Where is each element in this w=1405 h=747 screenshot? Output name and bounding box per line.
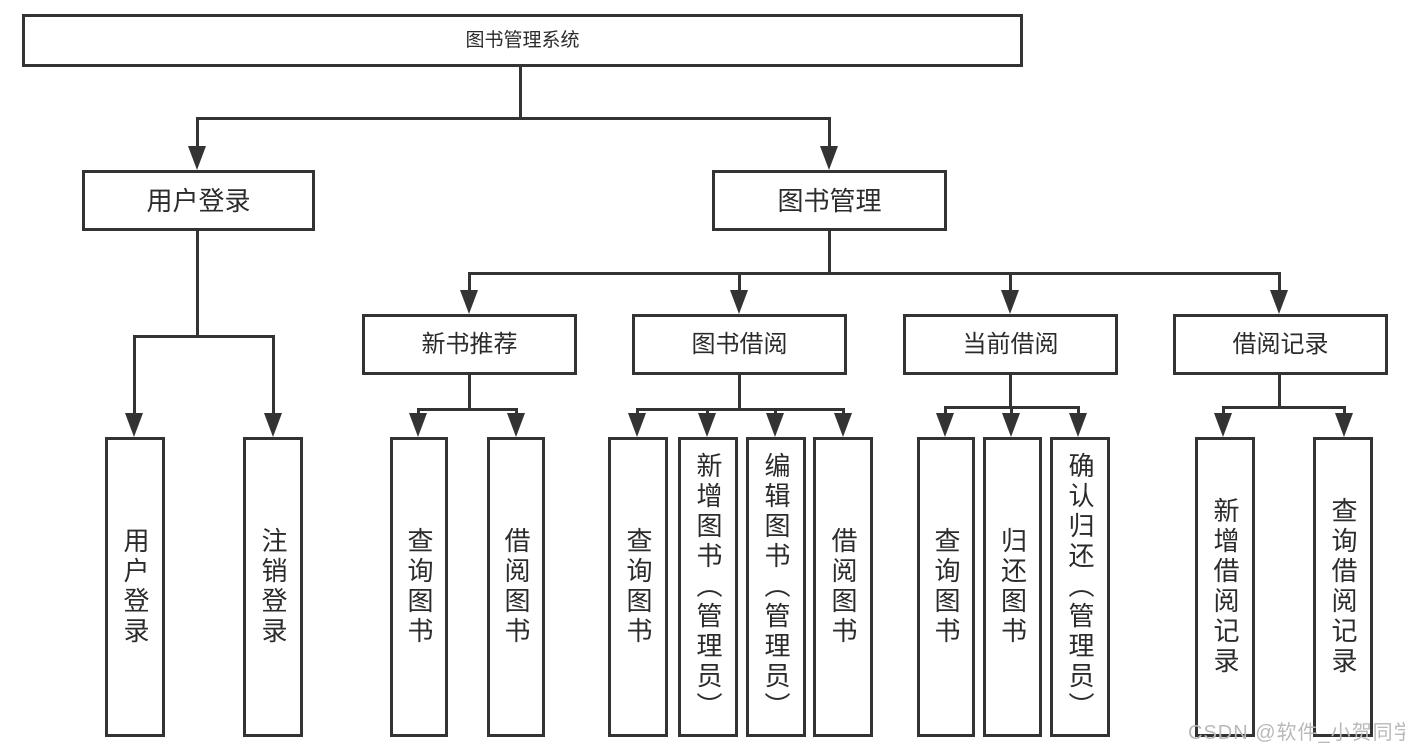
leaf-records-add-record-label: 新增借阅记录 <box>1210 497 1240 677</box>
arrow-down-icon <box>766 413 784 437</box>
line-drop <box>828 117 831 150</box>
line-drop <box>1009 272 1012 293</box>
leaf-borrow-add-book-admin: 新增图书（管理员） <box>678 437 738 737</box>
line-drop <box>738 272 741 293</box>
line-drop <box>417 408 420 417</box>
node-book-management-label: 图书管理 <box>777 185 882 216</box>
node-current-borrow-label: 当前借阅 <box>962 330 1059 358</box>
line-stem <box>828 231 831 275</box>
line-branch <box>133 335 275 338</box>
arrow-down-icon <box>460 290 478 314</box>
line-drop <box>1010 406 1013 417</box>
leaf-records-add-record: 新增借阅记录 <box>1195 437 1255 737</box>
leaf-borrow-edit-book-admin: 编辑图书（管理员） <box>746 437 806 737</box>
arrow-down-icon <box>1001 290 1019 314</box>
line-branch <box>468 272 1281 275</box>
arrow-down-icon <box>507 413 525 437</box>
arrow-down-icon <box>936 413 954 437</box>
line-drop <box>1077 406 1080 417</box>
line-drop <box>133 335 136 416</box>
arrow-down-icon <box>698 413 716 437</box>
leaf-borrow-borrow-book: 借阅图书 <box>813 437 873 737</box>
node-book-borrow-label: 图书借阅 <box>691 330 788 358</box>
line-stem <box>519 66 522 120</box>
line-drop <box>1278 272 1281 293</box>
line-drop <box>774 408 777 417</box>
leaf-logout: 注销登录 <box>243 437 303 737</box>
line-stem <box>196 231 199 338</box>
arrow-down-icon <box>1214 413 1232 437</box>
watermark: CSDN @软件_小贺同学 <box>1188 722 1405 744</box>
arrow-down-icon <box>1335 413 1353 437</box>
arrow-down-icon <box>125 413 143 437</box>
node-root-label: 图书管理系统 <box>465 30 580 51</box>
leaf-records-query-record: 查询借阅记录 <box>1313 437 1373 737</box>
line-drop <box>272 335 275 416</box>
arrow-down-icon <box>834 413 852 437</box>
node-root: 图书管理系统 <box>22 14 1023 67</box>
arrow-down-icon <box>409 413 427 437</box>
line-branch <box>1222 406 1346 409</box>
leaf-rec-query-book: 查询图书 <box>390 437 448 737</box>
arrow-down-icon <box>264 413 282 437</box>
line-drop <box>196 117 199 150</box>
leaf-borrow-add-book-admin-label: 新增图书（管理员） <box>693 452 723 722</box>
leaf-current-return-book-label: 归还图书 <box>997 527 1028 647</box>
leaf-borrow-borrow-book-label: 借阅图书 <box>828 527 858 647</box>
arrow-down-icon <box>1002 413 1020 437</box>
arrow-down-icon <box>188 146 206 170</box>
leaf-current-confirm-return-admin-label: 确认归还（管理员） <box>1065 452 1095 722</box>
node-new-book-recommend: 新书推荐 <box>362 314 577 375</box>
leaf-rec-borrow-book-label: 借阅图书 <box>501 527 531 647</box>
leaf-borrow-edit-book-admin-label: 编辑图书（管理员） <box>761 452 791 722</box>
arrow-down-icon <box>730 290 748 314</box>
leaf-user-login-label: 用户登录 <box>120 527 150 647</box>
leaf-current-confirm-return-admin: 确认归还（管理员） <box>1050 437 1110 737</box>
line-drop <box>515 408 518 417</box>
node-book-borrow: 图书借阅 <box>632 314 847 375</box>
line-stem <box>1278 375 1281 409</box>
node-current-borrow: 当前借阅 <box>903 314 1118 375</box>
leaf-current-query-book: 查询图书 <box>917 437 975 737</box>
line-drop <box>1222 406 1225 417</box>
leaf-rec-query-book-label: 查询图书 <box>404 527 434 647</box>
arrow-down-icon <box>1270 290 1288 314</box>
line-branch <box>196 117 831 120</box>
leaf-borrow-query-book: 查询图书 <box>608 437 668 737</box>
leaf-rec-borrow-book: 借阅图书 <box>487 437 545 737</box>
leaf-current-return-book: 归还图书 <box>983 437 1042 737</box>
line-drop <box>842 408 845 417</box>
line-drop <box>1343 406 1346 417</box>
line-drop <box>468 272 471 293</box>
node-borrow-records-label: 借阅记录 <box>1232 330 1329 358</box>
leaf-user-login: 用户登录 <box>105 437 165 737</box>
leaf-records-query-record-label: 查询借阅记录 <box>1328 497 1358 677</box>
line-branch <box>636 408 845 411</box>
node-user-login: 用户登录 <box>82 170 315 231</box>
line-drop <box>706 408 709 417</box>
leaf-logout-label: 注销登录 <box>258 527 288 647</box>
line-branch <box>417 408 518 411</box>
node-borrow-records: 借阅记录 <box>1173 314 1388 375</box>
line-drop <box>944 406 947 417</box>
line-stem <box>738 375 741 411</box>
node-book-management: 图书管理 <box>712 170 947 231</box>
arrow-down-icon <box>820 146 838 170</box>
line-drop <box>636 408 639 417</box>
node-user-login-label: 用户登录 <box>146 185 251 216</box>
line-stem <box>468 375 471 411</box>
leaf-current-query-book-label: 查询图书 <box>931 527 961 647</box>
arrow-down-icon <box>1069 413 1087 437</box>
leaf-borrow-query-book-label: 查询图书 <box>623 527 653 647</box>
arrow-down-icon <box>628 413 646 437</box>
node-new-book-recommend-label: 新书推荐 <box>421 330 518 358</box>
line-stem <box>1009 375 1012 409</box>
